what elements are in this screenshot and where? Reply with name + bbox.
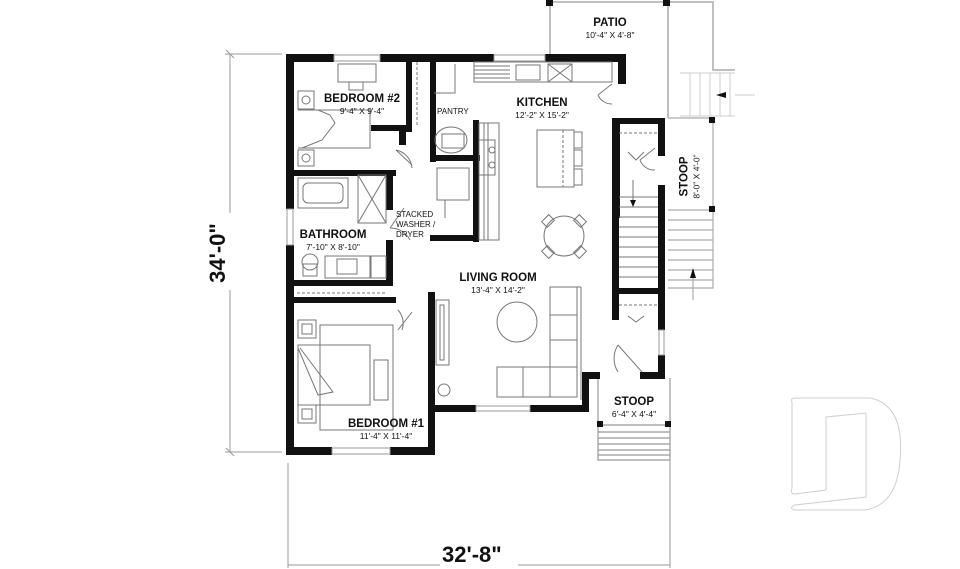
room-size: 7'-10" X 8'-10" <box>306 242 360 252</box>
patio-steps <box>680 72 755 117</box>
room-size: 12'-2" X 15'-2" <box>515 110 569 120</box>
room-name: BEDROOM #2 <box>323 93 401 105</box>
walls <box>286 54 665 455</box>
logo-watermark-icon <box>790 397 902 511</box>
room-size: 11'-4" X 11'-4" <box>359 431 413 441</box>
room-label-living: LIVING ROOM 13'-4" X 14'-2" <box>438 272 558 295</box>
room-label-bathroom: BATHROOM 7'-10" X 8'-10" <box>283 229 383 252</box>
room-size: 9'-4" X 9'-4" <box>339 106 385 116</box>
pantry-label: PANTRY <box>437 107 469 116</box>
room-size: 6'-4" X 4'-4" <box>611 409 657 419</box>
room-name: LIVING ROOM <box>459 272 537 284</box>
room-name: PATIO <box>593 17 627 29</box>
room-size: 10'-4" X 4'-8" <box>585 30 635 40</box>
room-name: STOOP <box>678 156 691 197</box>
overall-width: 32'-8" <box>442 542 502 567</box>
front-stoop <box>597 378 671 461</box>
overall-depth: 34'-0" <box>204 223 230 283</box>
patio-outline <box>549 1 735 118</box>
room-name: BEDROOM #1 <box>347 418 425 430</box>
room-name: STOOP <box>613 396 655 408</box>
room-name: BATHROOM <box>299 229 367 241</box>
room-label-kitchen: KITCHEN 12'-2" X 15'-2" <box>492 97 592 120</box>
room-label-bedroom2: BEDROOM #2 9'-4" X 9'-4" <box>312 93 412 116</box>
room-size: 8'-0" X 4'-0" <box>691 154 702 199</box>
room-label-bedroom1: BEDROOM #1 11'-4" X 11'-4" <box>336 418 436 441</box>
room-label-stoop-side: STOOP 8'-0" X 4'-0" <box>679 127 702 227</box>
furniture <box>297 61 658 431</box>
laundry-label: STACKED WASHER / DRYER <box>396 210 436 239</box>
windows <box>286 54 665 455</box>
dimension-lines <box>225 49 671 568</box>
room-label-patio: PATIO 10'-4" X 4'-8" <box>560 17 660 40</box>
room-label-stoop-front: STOOP 6'-4" X 4'-4" <box>584 396 684 419</box>
side-stoop <box>668 117 714 300</box>
room-size: 13'-4" X 14'-2" <box>471 285 525 295</box>
room-name: KITCHEN <box>516 97 568 109</box>
